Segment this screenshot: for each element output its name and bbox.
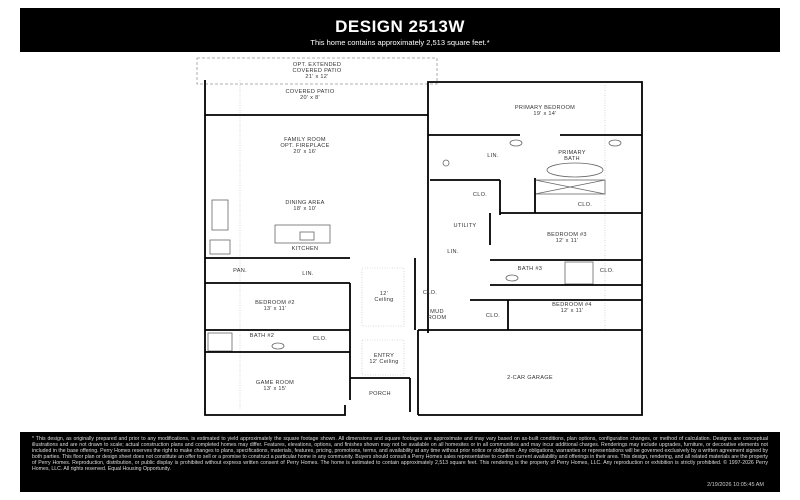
title-banner: DESIGN 2513W This home contains approxim… — [20, 8, 780, 52]
clo-bath3-label: CLO. — [600, 268, 614, 274]
kitchen-label: KITCHEN — [292, 246, 319, 252]
hall-ceiling-label-2: Ceiling — [374, 297, 393, 303]
clo-bath2-label: CLO. — [313, 336, 327, 342]
lin-kitchen-label: LIN. — [302, 271, 314, 277]
bedroom3-size: 12' x 11' — [556, 238, 579, 244]
clo-hall-label: CLO. — [423, 290, 437, 296]
optional-patio-outline — [196, 57, 438, 85]
disclaimer-text: * This design, as originally prepared an… — [32, 436, 768, 473]
opt-patio-label: OPT. EXTENDED — [293, 62, 341, 68]
family-room-label: FAMILY ROOM — [284, 137, 326, 143]
mud-room-label: MUD — [430, 309, 444, 315]
disclaimer-banner: * This design, as originally prepared an… — [20, 432, 780, 492]
utility-label: UTILITY — [454, 223, 477, 229]
game-room-label: GAME ROOM — [256, 380, 294, 386]
bedroom2-label: BEDROOM #2 — [255, 300, 295, 306]
entry-label: ENTRY — [374, 353, 394, 359]
mud-room-label-2: ROOM — [428, 315, 447, 321]
pantry-label: PAN. — [233, 268, 247, 274]
bath2-label: BATH #2 — [250, 333, 274, 339]
opt-patio-size: 21' x 12' — [305, 74, 328, 80]
primary-bath-label: PRIMARY — [558, 150, 586, 156]
covered-patio-size: 20' x 8' — [300, 95, 320, 101]
bath3-label: BATH #3 — [518, 266, 542, 272]
covered-patio-label: COVERED PATIO — [285, 89, 334, 95]
clo-primary1-label: CLO. — [473, 192, 487, 198]
lin-utility-label: LIN. — [447, 249, 459, 255]
design-title: DESIGN 2513W — [335, 17, 465, 36]
dining-label: DINING AREA — [285, 200, 324, 206]
primary-bedroom-size: 19' x 14' — [533, 111, 556, 117]
game-room-size: 13' x 15' — [263, 386, 286, 392]
timestamp: 2/19/2026 10:05:45 AM — [707, 482, 764, 488]
lin-primary-label: LIN. — [487, 153, 499, 159]
bedroom3-label: BEDROOM #3 — [547, 232, 587, 238]
entry-ceiling: 12' Ceiling — [369, 359, 398, 365]
hall-ceiling-label: 12' — [380, 291, 388, 297]
ceiling-lines — [239, 80, 606, 410]
opt-patio-label-2: COVERED PATIO — [292, 68, 341, 74]
clo-bed4-label: CLO. — [486, 313, 500, 319]
bedroom2-size: 13' x 11' — [264, 306, 287, 312]
bedroom4-size: 12' x 11' — [561, 308, 584, 314]
dining-size: 18' x 10' — [293, 206, 316, 212]
primary-bath-label-2: BATH — [564, 156, 580, 162]
family-room-label-2: OPT. FIREPLACE — [280, 143, 329, 149]
room-labels: OPT. EXTENDED COVERED PATIO 21' x 12' CO… — [233, 62, 614, 397]
garage-label: 2-CAR GARAGE — [507, 375, 553, 381]
porch-label: PORCH — [369, 391, 391, 397]
square-footage-note: This home contains approximately 2,513 s… — [310, 38, 490, 47]
family-room-size: 20' x 16' — [293, 149, 316, 155]
clo-primary2-label: CLO. — [578, 202, 592, 208]
primary-bedroom-label: PRIMARY BEDROOM — [515, 105, 575, 111]
walls — [204, 80, 643, 416]
bedroom4-label: BEDROOM #4 — [552, 302, 592, 308]
